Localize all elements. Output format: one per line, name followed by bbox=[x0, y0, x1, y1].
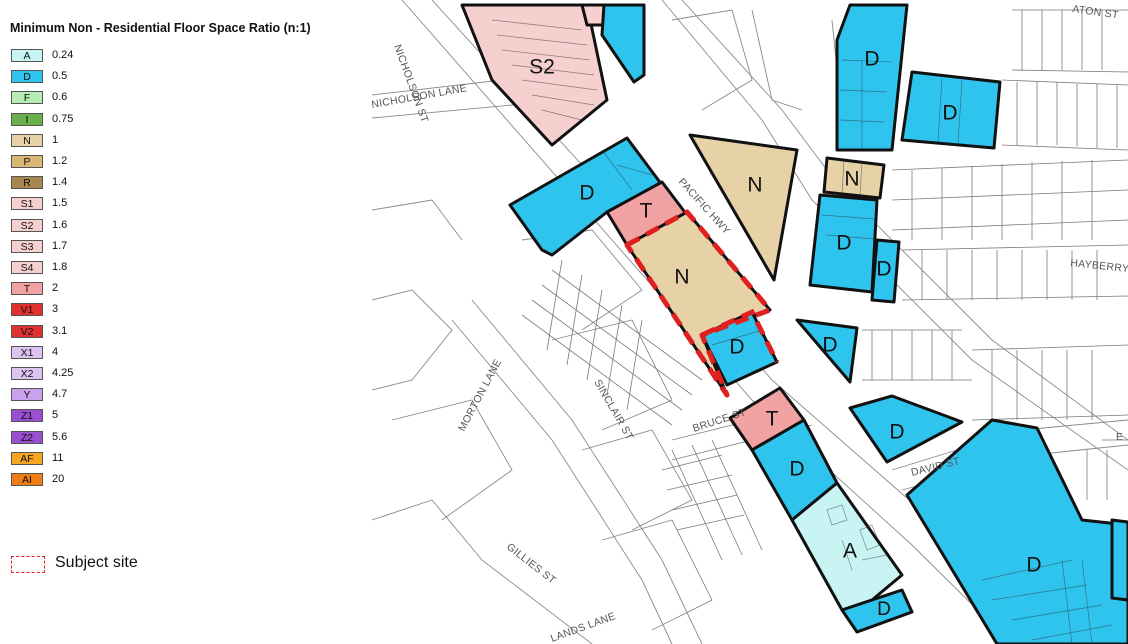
street-edge-e: E bbox=[1116, 431, 1123, 443]
zone-d-topright[interactable] bbox=[900, 70, 1002, 150]
legend-value: 1.6 bbox=[52, 218, 68, 231]
label-d-bottom: D bbox=[877, 599, 891, 620]
legend-swatch: V1 bbox=[11, 303, 43, 317]
label-n-site: N bbox=[674, 266, 689, 289]
legend-value: 1 bbox=[52, 133, 59, 146]
label-d-mid: D bbox=[836, 232, 851, 255]
label-d-large: D bbox=[1026, 554, 1041, 577]
legend-swatch: S2 bbox=[11, 218, 43, 232]
zone-d-thin[interactable] bbox=[870, 238, 901, 304]
legend-swatch: R bbox=[11, 176, 43, 190]
legend-value: 4.7 bbox=[52, 388, 68, 401]
legend-swatch: AI bbox=[11, 473, 43, 486]
zone-s2[interactable] bbox=[460, 3, 609, 147]
legend-swatch: N bbox=[11, 133, 43, 147]
zone-n-pacific[interactable] bbox=[688, 133, 799, 282]
zone-d-edge[interactable] bbox=[1110, 518, 1128, 602]
legend-value: 4.25 bbox=[52, 367, 74, 379]
lot-lines bbox=[521, 9, 1128, 561]
legend-value: 11 bbox=[52, 451, 64, 464]
legend-swatch: S3 bbox=[11, 239, 43, 253]
zone-d-bottom[interactable] bbox=[840, 588, 914, 634]
label-d-site: D bbox=[729, 336, 744, 359]
zone-d-david[interactable] bbox=[848, 394, 964, 464]
zone-d-tri[interactable] bbox=[795, 318, 859, 384]
legend-swatch: F bbox=[11, 91, 43, 105]
legend-value: 0.24 bbox=[52, 49, 74, 61]
label-a-block: A bbox=[843, 540, 857, 563]
subject-site-label: Subject site bbox=[55, 554, 138, 571]
label-t-left: T bbox=[640, 200, 653, 223]
label-n-small: N bbox=[844, 168, 859, 191]
zone-n-small[interactable] bbox=[822, 156, 886, 200]
legend-value: 1.8 bbox=[52, 261, 68, 273]
legend-value: 5.6 bbox=[52, 430, 68, 443]
zoning-map[interactable]: S2 D D N N D T N D D D D T D D A D D NIC… bbox=[372, 0, 1128, 644]
legend-swatch: V2 bbox=[11, 324, 43, 338]
legend-value: 1.4 bbox=[52, 176, 68, 189]
legend-swatch: AF bbox=[11, 451, 43, 465]
legend-swatch: T bbox=[11, 282, 43, 296]
zone-a-block[interactable] bbox=[790, 481, 904, 612]
subject-site-swatch bbox=[11, 556, 45, 573]
label-d-thin: D bbox=[876, 258, 891, 281]
label-s2: S2 bbox=[529, 56, 555, 79]
legend-swatch: P bbox=[11, 155, 43, 168]
label-d-david: D bbox=[889, 421, 904, 444]
label-n-pacific: N bbox=[747, 174, 762, 197]
legend-value: 3 bbox=[52, 303, 59, 316]
legend-value: 1.7 bbox=[52, 239, 68, 252]
label-d-bruce: D bbox=[789, 458, 804, 481]
label-d-left: D bbox=[579, 182, 594, 205]
legend-value: 4 bbox=[52, 345, 59, 358]
legend-swatch: X1 bbox=[11, 345, 43, 359]
legend-value: 1.2 bbox=[52, 155, 68, 167]
zone-d-top[interactable] bbox=[835, 3, 909, 152]
map-legend: Minimum Non - Residential Floor Space Ra… bbox=[0, 0, 372, 644]
legend-swatch: A bbox=[11, 49, 43, 62]
legend-swatch: Y bbox=[11, 388, 43, 402]
legend-title: Minimum Non - Residential Floor Space Ra… bbox=[10, 21, 311, 35]
legend-value: 2 bbox=[52, 282, 59, 295]
label-d-tri: D bbox=[822, 334, 837, 357]
legend-value: 1.5 bbox=[52, 197, 68, 210]
map-canvas[interactable]: S2 D D N N D T N D D D D T D D A D D NIC… bbox=[372, 0, 1128, 644]
legend-swatch: S1 bbox=[11, 197, 43, 211]
legend-swatch: D bbox=[11, 70, 43, 84]
zone-d-top-narrow[interactable] bbox=[600, 3, 646, 84]
legend-value: 3.1 bbox=[52, 324, 68, 337]
label-d-topright: D bbox=[942, 102, 957, 125]
label-t-bruce: T bbox=[766, 408, 779, 431]
legend-value: 0.6 bbox=[52, 91, 68, 104]
zone-d-large[interactable] bbox=[905, 418, 1128, 644]
legend-swatch: Z1 bbox=[11, 409, 43, 423]
legend-swatch: X2 bbox=[11, 367, 43, 380]
legend-swatch: I bbox=[11, 112, 43, 126]
legend-swatch: Z2 bbox=[11, 430, 43, 444]
legend-swatch: S4 bbox=[11, 261, 43, 274]
subject-site-boundary[interactable] bbox=[624, 209, 773, 398]
legend-value: 0.5 bbox=[52, 70, 68, 83]
legend-value: 20 bbox=[52, 473, 65, 485]
legend-value: 5 bbox=[52, 409, 59, 422]
label-d-top: D bbox=[864, 48, 879, 71]
legend-value: 0.75 bbox=[52, 112, 74, 125]
